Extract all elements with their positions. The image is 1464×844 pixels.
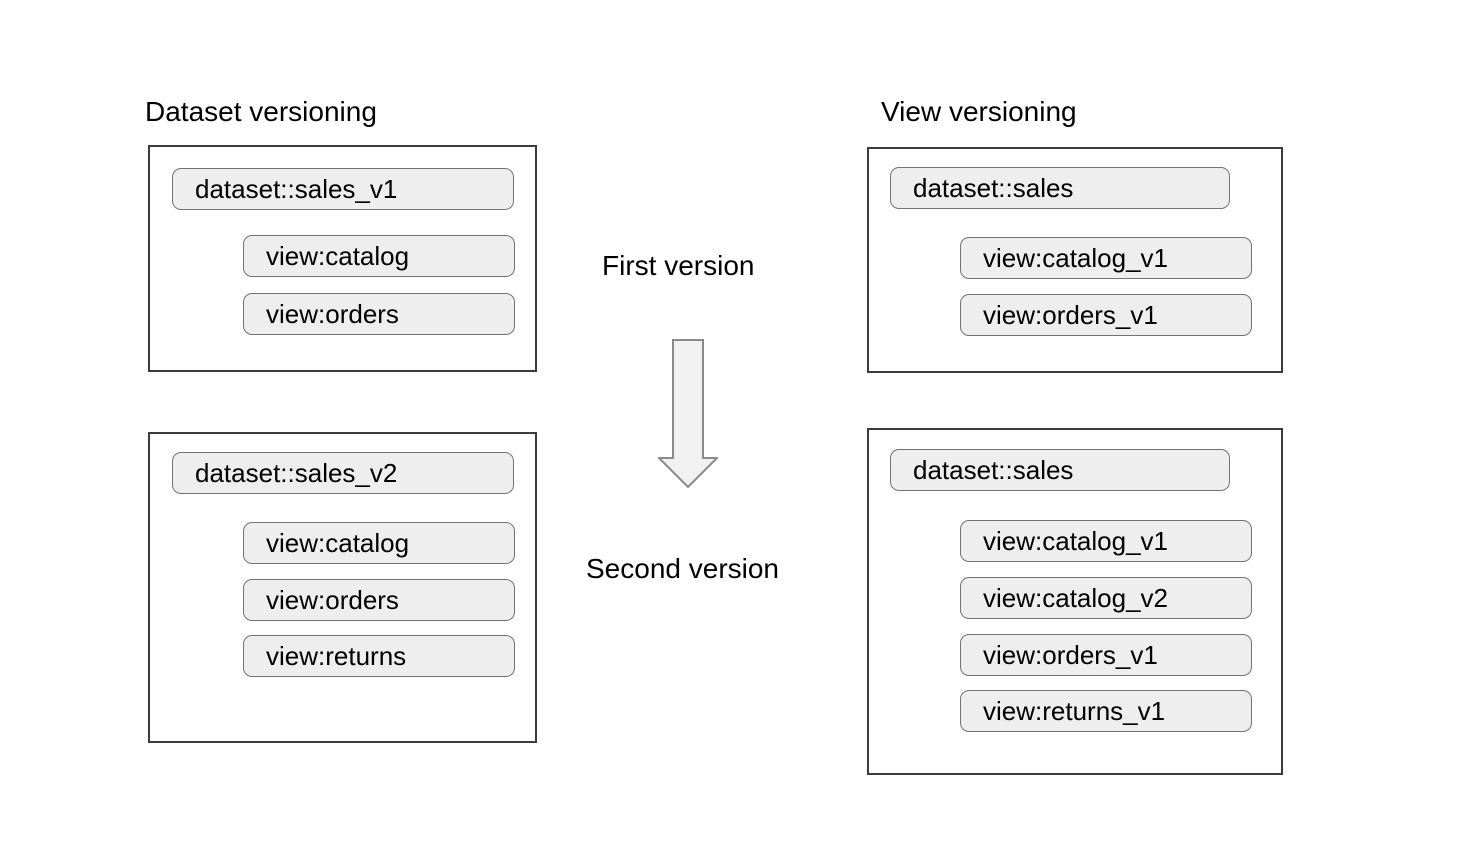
second-version-label: Second version — [586, 553, 780, 584]
view-pill: view:catalog_v1 — [960, 237, 1252, 279]
view-pill: view:orders_v1 — [960, 294, 1252, 336]
view-pill: view:catalog_v1 — [960, 520, 1252, 562]
dataset-pill: dataset::sales_v2 — [172, 452, 514, 494]
view-pill: view:orders — [243, 579, 515, 621]
dataset-pill: dataset::sales — [890, 167, 1230, 209]
view-pill: view:returns — [243, 635, 515, 677]
view-pill: view:catalog_v2 — [960, 577, 1252, 619]
view-pill: view:orders — [243, 293, 515, 335]
dataset-versioning-first-box: dataset::sales_v1 view:catalog view:orde… — [148, 145, 537, 372]
view-pill: view:catalog — [243, 522, 515, 564]
first-version-label: First version — [602, 250, 755, 281]
down-arrow-icon — [656, 339, 720, 489]
view-versioning-second-box: dataset::sales view:catalog_v1 view:cata… — [867, 428, 1283, 775]
view-pill: view:catalog — [243, 235, 515, 277]
dataset-versioning-second-box: dataset::sales_v2 view:catalog view:orde… — [148, 432, 537, 743]
right-column-title: View versioning — [881, 96, 1077, 127]
dataset-pill: dataset::sales_v1 — [172, 168, 514, 210]
left-column-title: Dataset versioning — [145, 96, 377, 127]
view-pill: view:returns_v1 — [960, 690, 1252, 732]
view-pill: view:orders_v1 — [960, 634, 1252, 676]
view-versioning-first-box: dataset::sales view:catalog_v1 view:orde… — [867, 147, 1283, 373]
dataset-pill: dataset::sales — [890, 449, 1230, 491]
